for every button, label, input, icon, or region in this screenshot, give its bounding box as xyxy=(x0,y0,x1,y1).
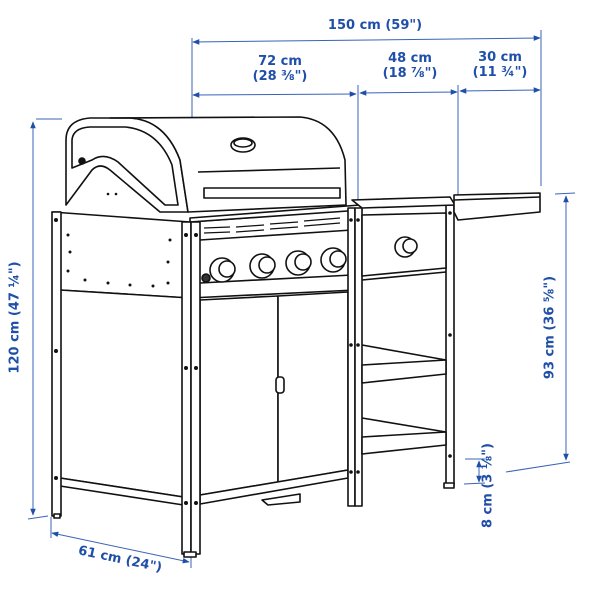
total-width-label: 150 cm (59") xyxy=(327,18,423,33)
burner-knob-4 xyxy=(320,247,347,273)
middle-width-cm: 48 cm xyxy=(388,51,432,66)
shelf-width-inch: (11 ¾") xyxy=(472,65,528,80)
bottom-clearance-label: 8 cm (3 ⅛") xyxy=(480,442,496,529)
shelf-width-label: 30 cm (11 ¾") xyxy=(460,50,540,80)
burner-knob-2 xyxy=(249,253,276,279)
shelf-width-cm: 30 cm xyxy=(478,50,522,65)
vent-slots xyxy=(203,217,341,234)
lid-handle xyxy=(203,187,341,199)
left-side-panel xyxy=(51,211,191,299)
total-height-label: 120 cm (47 ¼") xyxy=(7,261,23,374)
igniter-button xyxy=(201,273,211,283)
counter-height-label: 93 cm (36 ⅝") xyxy=(542,275,558,380)
cabinet-door-left xyxy=(199,295,279,496)
middle-shelf xyxy=(361,359,447,384)
lid-vent xyxy=(230,137,256,153)
frame-posts xyxy=(51,204,455,558)
side-burner-knob xyxy=(394,236,418,258)
burner-knob-1 xyxy=(209,257,236,283)
grill-width-label: 72 cm (28 ⅜") xyxy=(235,54,325,84)
middle-width-inch: (18 ⅞") xyxy=(382,66,438,81)
door-handle xyxy=(275,376,285,394)
bottom-shelf xyxy=(361,431,447,455)
middle-width-label: 48 cm (18 ⅞") xyxy=(370,51,450,81)
burner-knob-3 xyxy=(285,250,312,276)
burner-knobs xyxy=(201,247,347,283)
grill-width-inch: (28 ⅜") xyxy=(252,69,308,84)
cabinet-door-right xyxy=(277,291,349,483)
dimension-lines xyxy=(27,30,576,568)
grill-line-art xyxy=(51,116,541,558)
side-burner-counter xyxy=(351,196,456,209)
grill-width-cm: 72 cm xyxy=(258,54,302,69)
